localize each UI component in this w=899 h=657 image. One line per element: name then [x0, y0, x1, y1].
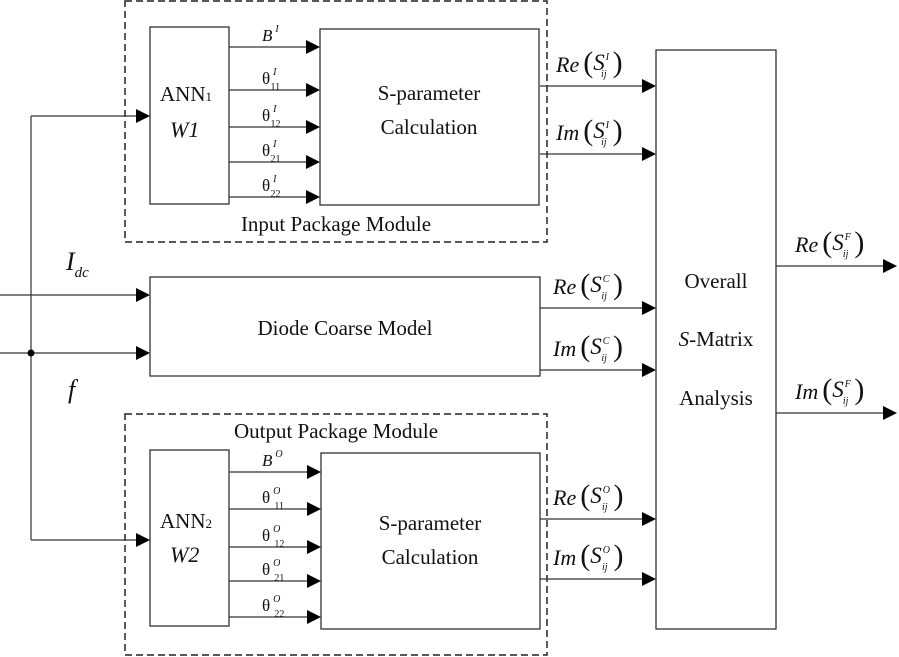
ann1-weight: W1	[170, 117, 199, 142]
output-1-arrowhead	[642, 147, 656, 161]
output-1-arrowhead	[883, 406, 897, 420]
input-package-module-title: Input Package Module	[241, 212, 431, 236]
input-calc-label-line2: Calculation	[381, 115, 478, 139]
param-0-arrowhead	[307, 465, 321, 479]
diode-coarse-model-label: Diode Coarse Model	[258, 316, 433, 340]
output-package-module-title: Output Package Module	[234, 419, 438, 443]
ann1-box	[149, 26, 230, 205]
output-1-arrowhead	[642, 363, 656, 377]
ann1-input-arrowhead	[136, 109, 150, 123]
diode-coarse-model-box	[149, 276, 541, 377]
ann2-label: ANN2	[160, 509, 212, 533]
junction-dot	[27, 349, 35, 357]
param-1-arrowhead	[307, 502, 321, 516]
ann1-label: ANN1	[160, 82, 212, 106]
ann2-weight: W2	[170, 542, 199, 567]
param-3-arrowhead	[306, 155, 320, 169]
f-label: f	[68, 375, 79, 404]
param-3-arrowhead	[307, 574, 321, 588]
param-2-arrowhead	[307, 540, 321, 554]
overall-label-line2: S-Matrix	[679, 327, 754, 351]
output-package-module-frame	[124, 413, 548, 656]
output-0-arrowhead	[642, 512, 656, 526]
output-0-arrowhead	[642, 301, 656, 315]
input-package-module-frame	[124, 0, 548, 243]
ann2-box	[149, 449, 230, 627]
f-arrowhead	[136, 346, 150, 360]
output-calc-label-line1: S-parameter	[379, 511, 482, 535]
idc-arrowhead	[136, 288, 150, 302]
output-0-arrowhead	[883, 259, 897, 273]
idc-label: Idc	[65, 247, 89, 281]
input-calc-label-line1: S-parameter	[378, 81, 481, 105]
overall-label-line3: Analysis	[679, 386, 753, 410]
output-0-arrowhead	[642, 79, 656, 93]
param-0-arrowhead	[306, 40, 320, 54]
param-1-arrowhead	[306, 83, 320, 97]
input-s-parameter-calculation-box	[319, 28, 540, 206]
param-2-arrowhead	[306, 120, 320, 134]
output-s-parameter-calculation-box	[320, 452, 541, 630]
overall-label-line1: Overall	[685, 269, 748, 293]
ann2-input-arrowhead	[136, 533, 150, 547]
param-4-arrowhead	[307, 610, 321, 624]
output-calc-label-line2: Calculation	[382, 545, 479, 569]
param-4-arrowhead	[306, 190, 320, 204]
output-1-arrowhead	[642, 572, 656, 586]
overall-s-matrix-analysis-box	[655, 49, 777, 630]
